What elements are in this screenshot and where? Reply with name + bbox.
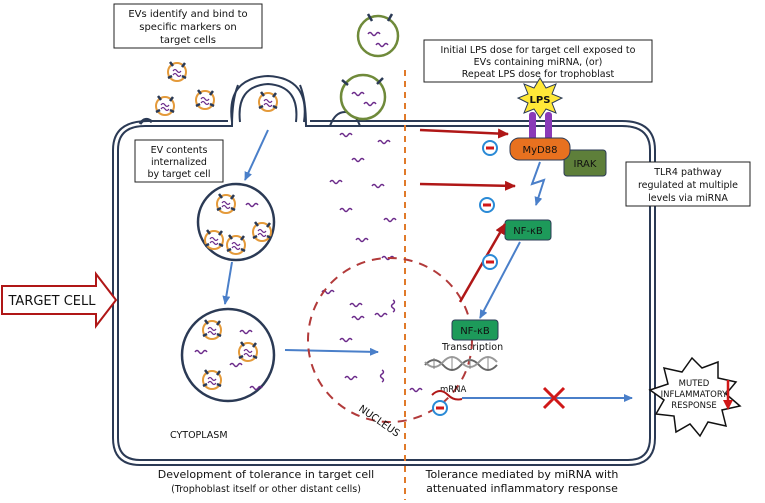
tlr4-line2: regulated at multiple xyxy=(638,180,738,191)
lps-dose-line2: EVs containing miRNA, (or) xyxy=(474,57,603,68)
muted-line3: RESPONSE xyxy=(671,401,717,411)
ev-green-top xyxy=(356,13,400,58)
muted-line1: MUTED xyxy=(679,379,710,389)
arrow-nfkb-translocate xyxy=(479,241,521,319)
mirna-free xyxy=(321,132,397,343)
internalized-line3: by target cell xyxy=(148,169,211,180)
red-arrow-2 xyxy=(419,180,516,191)
internalized-box: EV contents internalized by target cell xyxy=(134,139,224,183)
cell-membrane xyxy=(112,84,656,466)
ev-small-2 xyxy=(154,94,176,117)
caption-right-line1: Tolerance mediated by miRNA with xyxy=(425,468,619,481)
arrow-release xyxy=(284,347,379,356)
myd88-node: MyD88 xyxy=(509,137,571,161)
internalized-line1: EV contents xyxy=(151,145,208,156)
endocytic-pocket xyxy=(230,74,306,123)
muted-response-burst: MUTED INFLAMMATORY RESPONSE xyxy=(648,356,742,438)
evs-bind-line3: target cells xyxy=(160,35,216,46)
internalized-line2: internalized xyxy=(151,157,207,168)
block-x-icon xyxy=(542,386,566,410)
myd88-label: MyD88 xyxy=(523,145,558,156)
dna-helix-icon xyxy=(424,356,498,371)
ev-small-3 xyxy=(194,88,216,111)
nfkb-top-label: NF-κB xyxy=(513,226,543,237)
target-cell-label: TARGET CELL xyxy=(8,294,97,309)
nfkb-top-node: NF-κB xyxy=(504,219,552,241)
ev-small-endocytosed xyxy=(257,90,279,113)
minus-icon-2 xyxy=(479,197,495,213)
minus-icon-1 xyxy=(482,140,498,156)
lps-star: LPS xyxy=(516,77,564,119)
evs-bind-box: EVs identify and bind to specific marker… xyxy=(113,3,263,49)
red-arrow-1 xyxy=(419,128,509,139)
tlr4-receptor xyxy=(529,112,552,140)
lps-label: LPS xyxy=(530,95,551,106)
endosome-2 xyxy=(180,307,276,403)
arrow-endosome xyxy=(222,261,233,305)
signal-arrow xyxy=(530,161,546,206)
transcription-label: Transcription xyxy=(441,342,503,353)
irak-node: IRAK xyxy=(563,149,607,177)
minus-icon-4 xyxy=(432,400,448,416)
lps-dose-line3: Repeat LPS dose for trophoblast xyxy=(462,69,615,80)
target-cell-arrow: TARGET CELL xyxy=(1,271,118,329)
mrna-label: mRNA xyxy=(440,385,467,395)
ev-green-fusing xyxy=(339,73,387,121)
muted-line2: INFLAMMATORY xyxy=(661,390,729,400)
tlr4-line1: TLR4 pathway xyxy=(653,167,722,178)
caption-right-line2: attenuated inflammatory response xyxy=(426,482,618,495)
endosome-1 xyxy=(196,182,276,262)
irak-label: IRAK xyxy=(574,159,597,170)
evs-bind-line2: specific markers on xyxy=(139,22,237,33)
lps-dose-line1: Initial LPS dose for target cell exposed… xyxy=(441,45,636,56)
ev-small-1 xyxy=(166,60,188,83)
lps-dose-box: Initial LPS dose for target cell exposed… xyxy=(423,39,653,83)
arrow-internalize xyxy=(244,129,269,181)
mrna-strand xyxy=(431,390,463,401)
nucleus-label: NUCLEUS xyxy=(356,403,401,439)
nfkb-bottom-label: NF-κB xyxy=(460,326,490,337)
minus-icon-3 xyxy=(482,254,498,270)
tlr4-box: TLR4 pathway regulated at multiple level… xyxy=(625,161,751,207)
receptor-binding xyxy=(138,117,153,125)
caption-left-line1: Development of tolerance in target cell xyxy=(158,468,374,481)
caption-left-line2: (Trophoblast itself or other distant cel… xyxy=(171,484,361,495)
evs-bind-line1: EVs identify and bind to xyxy=(128,9,247,20)
cytoplasm-label: CYTOPLASM xyxy=(170,430,228,441)
nfkb-bottom-node: NF-κB xyxy=(451,319,499,341)
tlr4-line3: levels via miRNA xyxy=(648,193,728,204)
